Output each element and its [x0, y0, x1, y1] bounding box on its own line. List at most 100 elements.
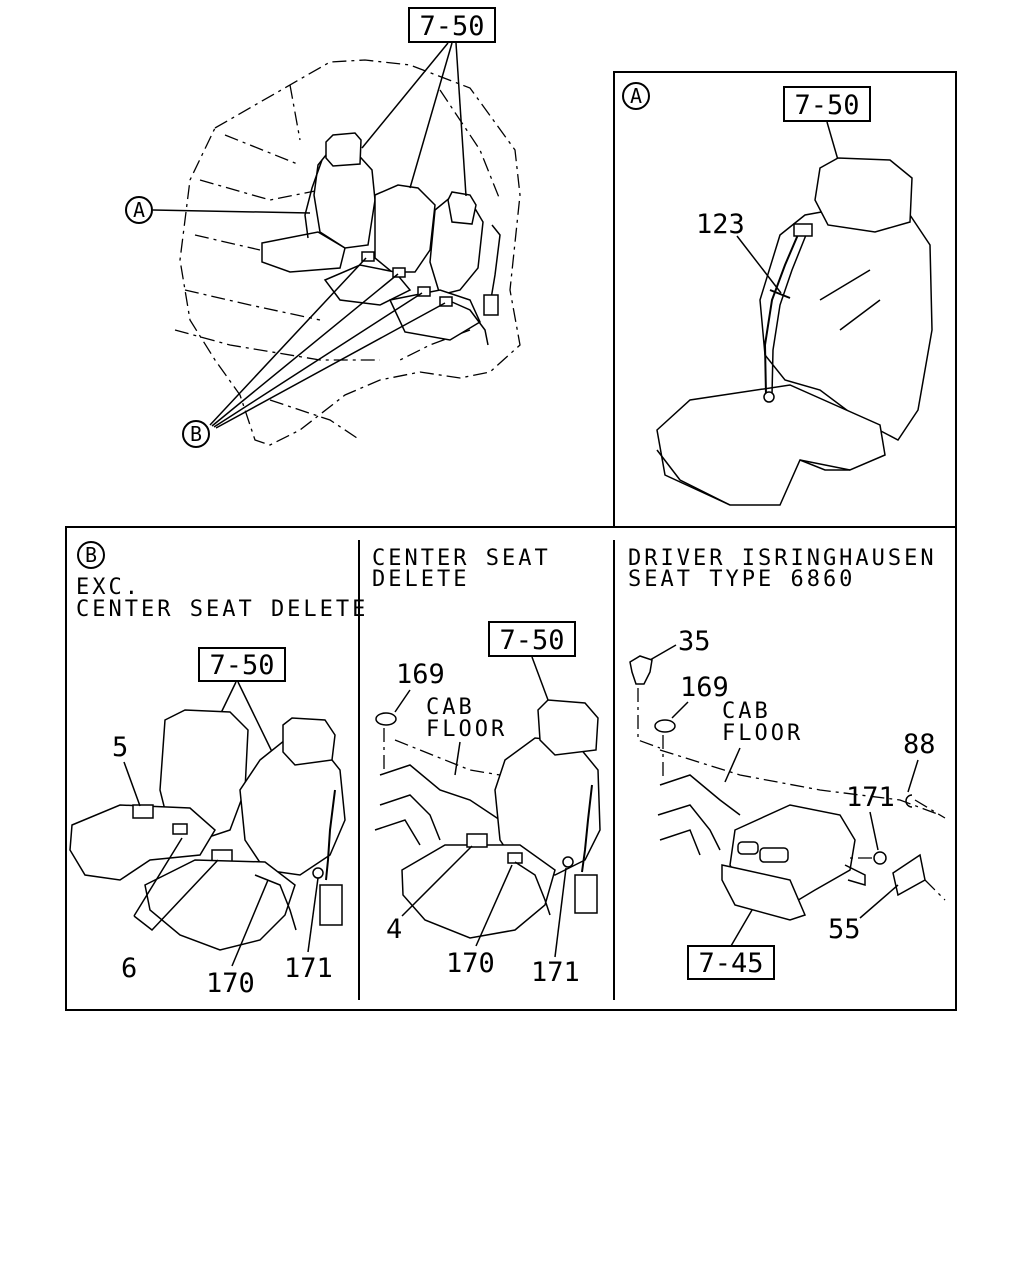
panel-driver-title-line1: DRIVER ISRINGHAUSEN [628, 546, 937, 571]
panel-driver-leader-88 [907, 759, 919, 793]
panel-a-headrest [814, 157, 913, 233]
panel-a-ref-box[interactable] [783, 86, 871, 122]
overview-callout-a-label: A [133, 198, 145, 222]
panel-driver-plug-169 [654, 719, 676, 733]
panel-center-buckle-4 [466, 833, 488, 848]
panel-center-title-line2: DELETE [372, 567, 469, 592]
overview-ref-label: 7-50 [419, 11, 484, 42]
panel-a: A 7-50 123 [622, 82, 933, 506]
cab-line-8 [399, 329, 471, 361]
cab-line-9 [269, 399, 361, 441]
buckle-3 [417, 286, 431, 297]
panel-frames [65, 71, 957, 1011]
leader-7-50-1 [361, 42, 449, 149]
panel-a-ref-leader [826, 121, 839, 161]
buckle-1 [361, 251, 375, 262]
panel-center-ref-box[interactable] [488, 621, 576, 657]
cab-line-2 [194, 234, 261, 251]
panel-a-leader-123 [736, 235, 782, 294]
cab-outline [179, 59, 521, 446]
panel-a-belt-strap [763, 229, 801, 396]
panel-center-belt-strap [581, 784, 593, 873]
driver-belt [304, 159, 323, 239]
panel-b-tag: B [85, 543, 97, 567]
panel-center-part-171[interactable]: 171 [531, 957, 580, 988]
panel-driver-part-88[interactable]: 88 [903, 729, 936, 760]
panel-driver-bolt-171 [873, 851, 887, 865]
panel-driver: DRIVER ISRINGHAUSEN SEAT TYPE 6860 35 16… [628, 546, 946, 980]
panel-b-part-5[interactable]: 5 [112, 732, 128, 763]
panel-b-leader-6 [133, 837, 219, 932]
panel-b-ref-box[interactable] [198, 647, 286, 682]
panel-driver-seat-base-front [721, 864, 807, 921]
panel-a-ref-label: 7-50 [794, 90, 859, 121]
panel-driver-fastener-35 [629, 655, 653, 685]
panel-center-seat-cushion [401, 844, 556, 939]
panel-center-plug-169 [375, 712, 397, 726]
panel-a-belt-guide [769, 289, 791, 299]
panel-center-floor-line2: FLOOR [426, 717, 507, 742]
panel-b-leader-5 [123, 761, 141, 807]
panel-b-bolt [312, 867, 324, 879]
panel-b-part-170[interactable]: 170 [206, 968, 255, 999]
panel-driver-part-171[interactable]: 171 [846, 782, 895, 813]
panel-b-leader-171 [307, 877, 319, 953]
driver-headrest [325, 132, 362, 167]
panel-driver-part-35[interactable]: 35 [678, 626, 711, 657]
panel-a-cushion-edge [656, 449, 731, 506]
panel-center-buckle-small [507, 852, 523, 864]
panel-a-part-123[interactable]: 123 [696, 209, 745, 240]
panel-center-part-4[interactable]: 4 [386, 914, 402, 945]
panel-b-tag-circle [77, 541, 105, 569]
panel-driver-base-tab [844, 864, 866, 887]
panel-center-part-169[interactable]: 169 [396, 659, 445, 690]
lower-panels-frame [65, 526, 957, 1011]
panel-b-driver-headrest [282, 717, 336, 766]
panel-b-part-171[interactable]: 171 [284, 953, 333, 984]
panel-driver-part-55[interactable]: 55 [828, 914, 861, 945]
panel-driver-bracket-axis [924, 879, 946, 901]
panel-center-part-170[interactable]: 170 [446, 948, 495, 979]
panel-driver-part-169[interactable]: 169 [680, 672, 729, 703]
overview-callout-b-label: B [190, 422, 202, 446]
overview-callout-b-circle[interactable] [182, 420, 210, 448]
driver-seat-cushion [261, 231, 346, 273]
panel-center: CENTER SEAT DELETE 7-50 169 CAB FLOOR 4 … [372, 546, 601, 988]
panel-b-title-line2: CENTER SEAT DELETE [76, 597, 368, 622]
panel-b-ref-leader-2 [237, 681, 277, 761]
panel-b-part-6[interactable]: 6 [121, 953, 137, 984]
cab-line-6 [289, 84, 301, 141]
passenger-headrest [447, 191, 477, 225]
buckle-strap [451, 301, 489, 346]
panel-driver-leader-171 [869, 811, 879, 851]
panel-driver-floor-leader [724, 747, 741, 783]
panel-b-buckle-small [172, 823, 188, 835]
overview-ref-box[interactable] [408, 7, 496, 43]
buckle-2 [392, 267, 406, 278]
panel-driver-leader-35 [649, 644, 677, 661]
panel-b-title-line1: EXC. [76, 575, 141, 600]
passenger-seat-cushion [388, 289, 481, 341]
panel-center-leader-171 [554, 867, 567, 958]
panel-center-ref-label: 7-50 [499, 625, 564, 656]
panel-driver-base-slot-2 [737, 841, 759, 855]
overview-illustration: 7-50 A B [125, 7, 521, 448]
leader-callout-b-3 [213, 292, 423, 428]
panel-driver-clip-88 [905, 794, 913, 808]
leader-callout-b-1 [209, 257, 367, 426]
leader-callout-a [152, 209, 311, 214]
leader-7-50-3 [455, 42, 467, 197]
overview-callout-a-circle[interactable] [125, 196, 153, 224]
panel-driver-leader-55 [859, 884, 899, 919]
panel-driver-floor-step-1 [659, 774, 741, 816]
panel-driver-bracket-55 [892, 853, 926, 897]
panel-center-floor-step-3 [374, 819, 421, 846]
panel-center-headrest [537, 699, 599, 756]
panel-driver-base-slot-1 [759, 847, 789, 863]
cab-line-5 [224, 134, 301, 166]
panel-b-retractor [319, 884, 343, 926]
panel-driver-floor-line1: CAB [722, 699, 771, 724]
cab-line-3 [184, 289, 321, 321]
panel-b-buckle-5 [132, 804, 154, 819]
